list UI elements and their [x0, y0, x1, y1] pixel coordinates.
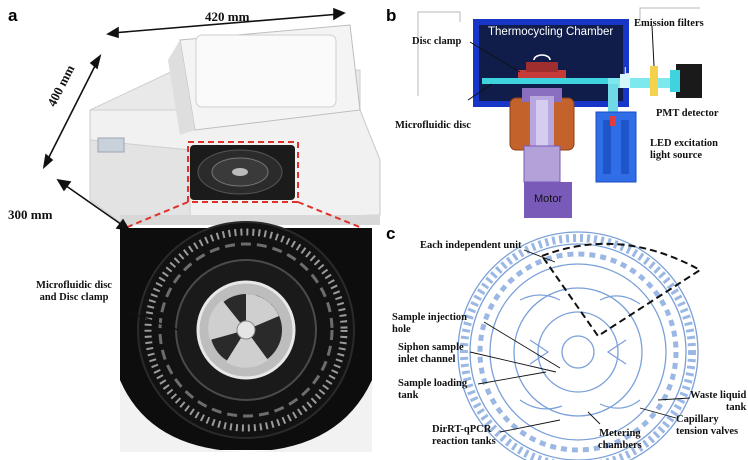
zoom-line-right	[297, 201, 363, 229]
siphon-line-2: inlet channel	[398, 354, 456, 365]
motor-label: Motor	[534, 193, 563, 205]
microfluidic-disc-label: Microfluidic disc	[395, 120, 471, 131]
led-label-line-1: LED excitation	[650, 138, 718, 149]
pmt-detector	[676, 64, 702, 98]
dirt-label: DirRT-qPCR reaction tanks	[432, 424, 496, 448]
highlight-box	[187, 141, 299, 203]
lead-lines	[469, 249, 691, 433]
sample-loading-line-2: tank	[398, 390, 419, 401]
frame-lines	[417, 7, 700, 96]
callout-line-2: and Disc clamp	[39, 292, 109, 303]
metering-label: Metering chambers	[598, 428, 642, 452]
motor-block	[524, 182, 572, 218]
panel-letter-b: b	[386, 6, 397, 25]
waste-line-1: Waste liquid	[690, 390, 747, 401]
led-label-line-2: light source	[650, 150, 703, 161]
sample-injection-label: Sample injection hole	[392, 312, 467, 336]
emission-filters-label: Emission filters	[634, 18, 704, 29]
panel-letter-c: c	[386, 224, 396, 243]
channels	[519, 294, 641, 410]
optical-tube	[608, 78, 678, 88]
independent-unit-label: Each independent unit	[420, 240, 522, 251]
dirt-line-1: DirRT-qPCR	[432, 424, 492, 435]
sample-injection-line-2: hole	[392, 324, 411, 335]
capillary-line-1: Capillary	[676, 414, 719, 425]
instrument-body	[89, 24, 381, 225]
capillary-line-2: tension valves	[676, 426, 739, 437]
dirt-line-2: reaction tanks	[432, 436, 496, 447]
panel-letter-a: a	[8, 6, 18, 25]
sample-loading-line-1: Sample loading	[398, 378, 468, 389]
zoomed-disc-photo	[120, 221, 372, 452]
siphon-line-1: Siphon sample	[398, 342, 464, 353]
microfluidic-disc	[482, 78, 612, 84]
metering-line-2: chambers	[598, 440, 642, 451]
height-dimension: 300 mm	[8, 207, 53, 222]
emission-filter	[650, 66, 658, 96]
waste-label: Waste liquid tank	[690, 390, 746, 414]
zoom-line-left	[124, 201, 189, 229]
chamber-title: Thermocycling Chamber	[488, 26, 614, 38]
disc-clamp-callout: Microfluidic disc and Disc clamp	[24, 280, 124, 304]
callout-line	[127, 311, 179, 331]
callout-line-1: Microfluidic disc	[36, 280, 112, 291]
disc-clamp-label: Disc clamp	[412, 36, 462, 47]
width-dimension: 420 mm	[205, 9, 250, 24]
independent-unit-outline	[540, 242, 702, 338]
siphon-label: Siphon sample inlet channel	[398, 342, 464, 366]
reaction-tank-ring	[460, 234, 696, 460]
lens-label: Lens	[624, 66, 646, 77]
waste-line-2: tank	[725, 402, 747, 413]
sample-injection-line-1: Sample injection	[392, 312, 467, 323]
capillary-label: Capillary tension valves	[676, 414, 738, 438]
pmt-detector-label: PMT detector	[656, 108, 719, 119]
metering-line-1: Metering	[599, 428, 641, 439]
led-label: LED excitation light source	[650, 138, 718, 162]
sample-loading-label: Sample loading tank	[398, 378, 467, 402]
